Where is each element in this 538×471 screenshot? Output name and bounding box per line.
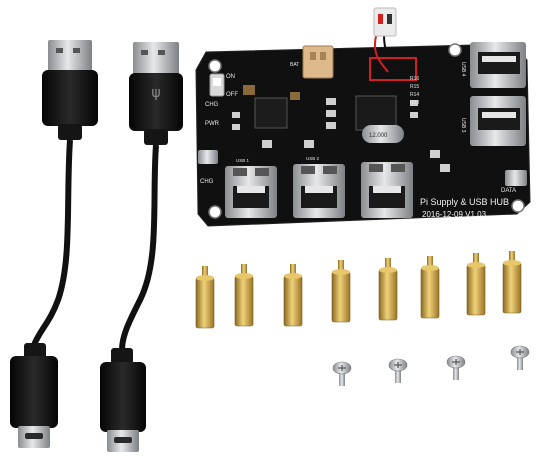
cable-wire — [31, 139, 73, 347]
brass-standoff — [466, 253, 486, 316]
silk-r15: R15 — [410, 84, 419, 90]
silk-usb1: USB 1 — [236, 158, 250, 163]
steel-screws — [332, 345, 530, 386]
silk-on: ON — [226, 74, 235, 80]
usb-a-plug-housing — [42, 70, 98, 126]
brass-standoffs — [195, 251, 522, 329]
silk-r14: R14 — [410, 92, 419, 98]
battery-header — [302, 45, 334, 79]
mount-hole — [511, 199, 525, 213]
pcb-board: ON OFF CHG PWR CHG DATA BAT R16 R15 R14 … — [195, 7, 531, 227]
brass-standoff — [378, 258, 398, 321]
silk-chg-bottom: CHG — [200, 179, 214, 185]
silk-bat: BAT — [290, 62, 299, 68]
silk-r13: R13 — [410, 100, 419, 106]
usb-port-2 — [293, 164, 345, 218]
usb-port-1 — [225, 166, 277, 218]
brass-standoff — [234, 264, 254, 327]
crystal-oscillator — [362, 125, 404, 143]
brass-standoff — [195, 266, 215, 329]
mount-hole — [208, 205, 222, 219]
usb-port-hub — [361, 162, 413, 218]
usb-trident-icon: ψ — [151, 85, 160, 101]
steel-screw — [446, 355, 466, 380]
brass-standoff — [420, 256, 440, 319]
brass-standoff — [502, 251, 522, 314]
silk-chg-top: CHG — [205, 102, 219, 108]
cable-wire — [119, 144, 159, 351]
crystal-label: 12.000 — [369, 133, 388, 139]
usb-cable-right: ψ — [100, 42, 183, 452]
brass-standoff — [331, 260, 351, 323]
silk-off: OFF — [226, 92, 238, 98]
silk-usb2: USB 2 — [306, 156, 320, 161]
silk-r16: R16 — [410, 76, 419, 82]
usb-port-4 — [470, 42, 526, 88]
silk-data: DATA — [501, 188, 516, 194]
usb-a-plug-metal — [133, 42, 179, 76]
steel-screw — [510, 345, 530, 370]
steel-screw — [388, 358, 408, 383]
usb-cable-left — [10, 40, 98, 448]
usb-port-3 — [470, 96, 526, 146]
board-version: 2016-12-09 V1.03 — [422, 210, 487, 219]
silk-usb4: USB 4 — [460, 62, 466, 77]
micro-usb-plug-housing — [100, 362, 146, 432]
ic-chip — [254, 97, 288, 129]
silk-usb3: USB 3 — [460, 118, 466, 133]
micro-usb-port-data — [505, 170, 527, 186]
usb-a-plug-metal — [48, 40, 92, 72]
usb-a-plug-housing — [129, 73, 183, 131]
micro-usb-port-charge — [198, 150, 218, 164]
steel-screw — [332, 361, 352, 386]
board-title: Pi Supply & USB HUB — [420, 197, 509, 207]
micro-usb-plug-housing — [10, 356, 58, 428]
mount-hole — [448, 43, 462, 57]
silk-pwr: PWR — [205, 121, 220, 127]
hub-controller-chip — [355, 95, 397, 131]
mount-hole — [208, 59, 222, 73]
battery-connector-plug — [373, 7, 397, 37]
brass-standoff — [283, 264, 303, 327]
